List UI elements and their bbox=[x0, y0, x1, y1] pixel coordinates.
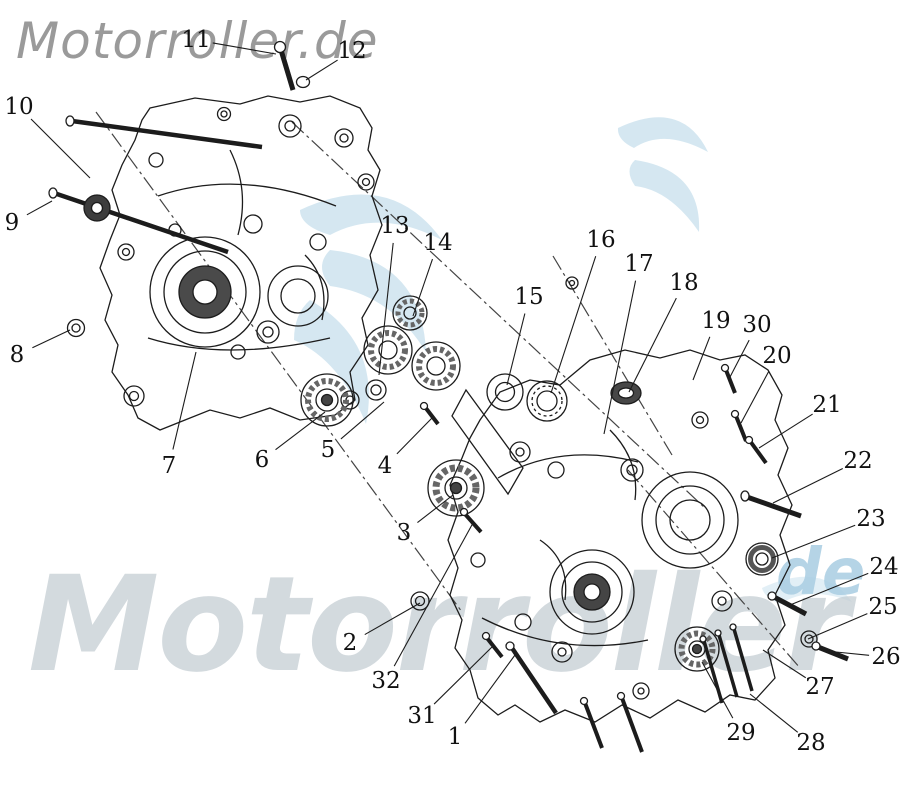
callout-leader-30 bbox=[729, 339, 750, 378]
callout-leader-18 bbox=[628, 297, 677, 393]
stud-parts bbox=[48, 115, 263, 338]
callout-leader-4 bbox=[396, 417, 433, 455]
callout-leader-32 bbox=[393, 522, 474, 667]
logo-swoosh-topright bbox=[617, 117, 708, 152]
callout-leader-26 bbox=[835, 651, 870, 656]
logo-swoosh-center bbox=[322, 250, 426, 352]
callout-leader-1 bbox=[464, 654, 516, 724]
callout-leader-lines bbox=[26, 42, 870, 733]
callout-leader-21 bbox=[758, 413, 813, 449]
logo-swoosh-center bbox=[294, 300, 369, 424]
callout-leader-12 bbox=[305, 59, 338, 81]
callout-leader-16 bbox=[550, 255, 597, 394]
callout-leader-27 bbox=[762, 649, 807, 679]
callout-leader-29 bbox=[701, 661, 734, 719]
watermark-top-left: Motorroller.de bbox=[16, 12, 379, 70]
callout-leader-22 bbox=[772, 468, 844, 504]
top-bolt-parts bbox=[216, 40, 311, 122]
callout-leader-15 bbox=[506, 313, 526, 386]
callout-leader-13 bbox=[378, 242, 394, 376]
callout-leader-19 bbox=[692, 336, 711, 381]
callout-leader-6 bbox=[275, 411, 326, 451]
callout-leader-20 bbox=[740, 370, 770, 424]
callout-leader-9 bbox=[26, 200, 53, 216]
callout-leader-17 bbox=[603, 280, 637, 435]
bearing-parts bbox=[300, 276, 642, 611]
watermark-de: de bbox=[776, 536, 866, 610]
logo-swoosh-topright bbox=[629, 160, 700, 232]
center-axis-lines bbox=[95, 111, 801, 669]
callout-leader-7 bbox=[172, 351, 197, 450]
callout-leader-24 bbox=[789, 572, 869, 606]
callout-leader-25 bbox=[807, 613, 868, 640]
right-fastener-parts bbox=[674, 363, 849, 704]
callout-leader-31 bbox=[433, 645, 494, 705]
callout-leader-23 bbox=[771, 524, 856, 559]
callout-leader-28 bbox=[749, 693, 799, 733]
callout-leader-10 bbox=[30, 118, 91, 179]
logo-swoosh-bottomright bbox=[762, 576, 852, 604]
bottom-bolt-parts bbox=[459, 507, 644, 753]
callout-leader-3 bbox=[417, 494, 454, 524]
callout-leader-8 bbox=[32, 329, 71, 349]
callout-leader-11 bbox=[212, 42, 277, 55]
left-crankcase-half bbox=[99, 95, 383, 431]
callout-leader-2 bbox=[364, 602, 421, 636]
callout-leader-14 bbox=[412, 258, 434, 317]
right-crankcase-half bbox=[447, 349, 793, 723]
callout-leader-5 bbox=[340, 401, 385, 440]
